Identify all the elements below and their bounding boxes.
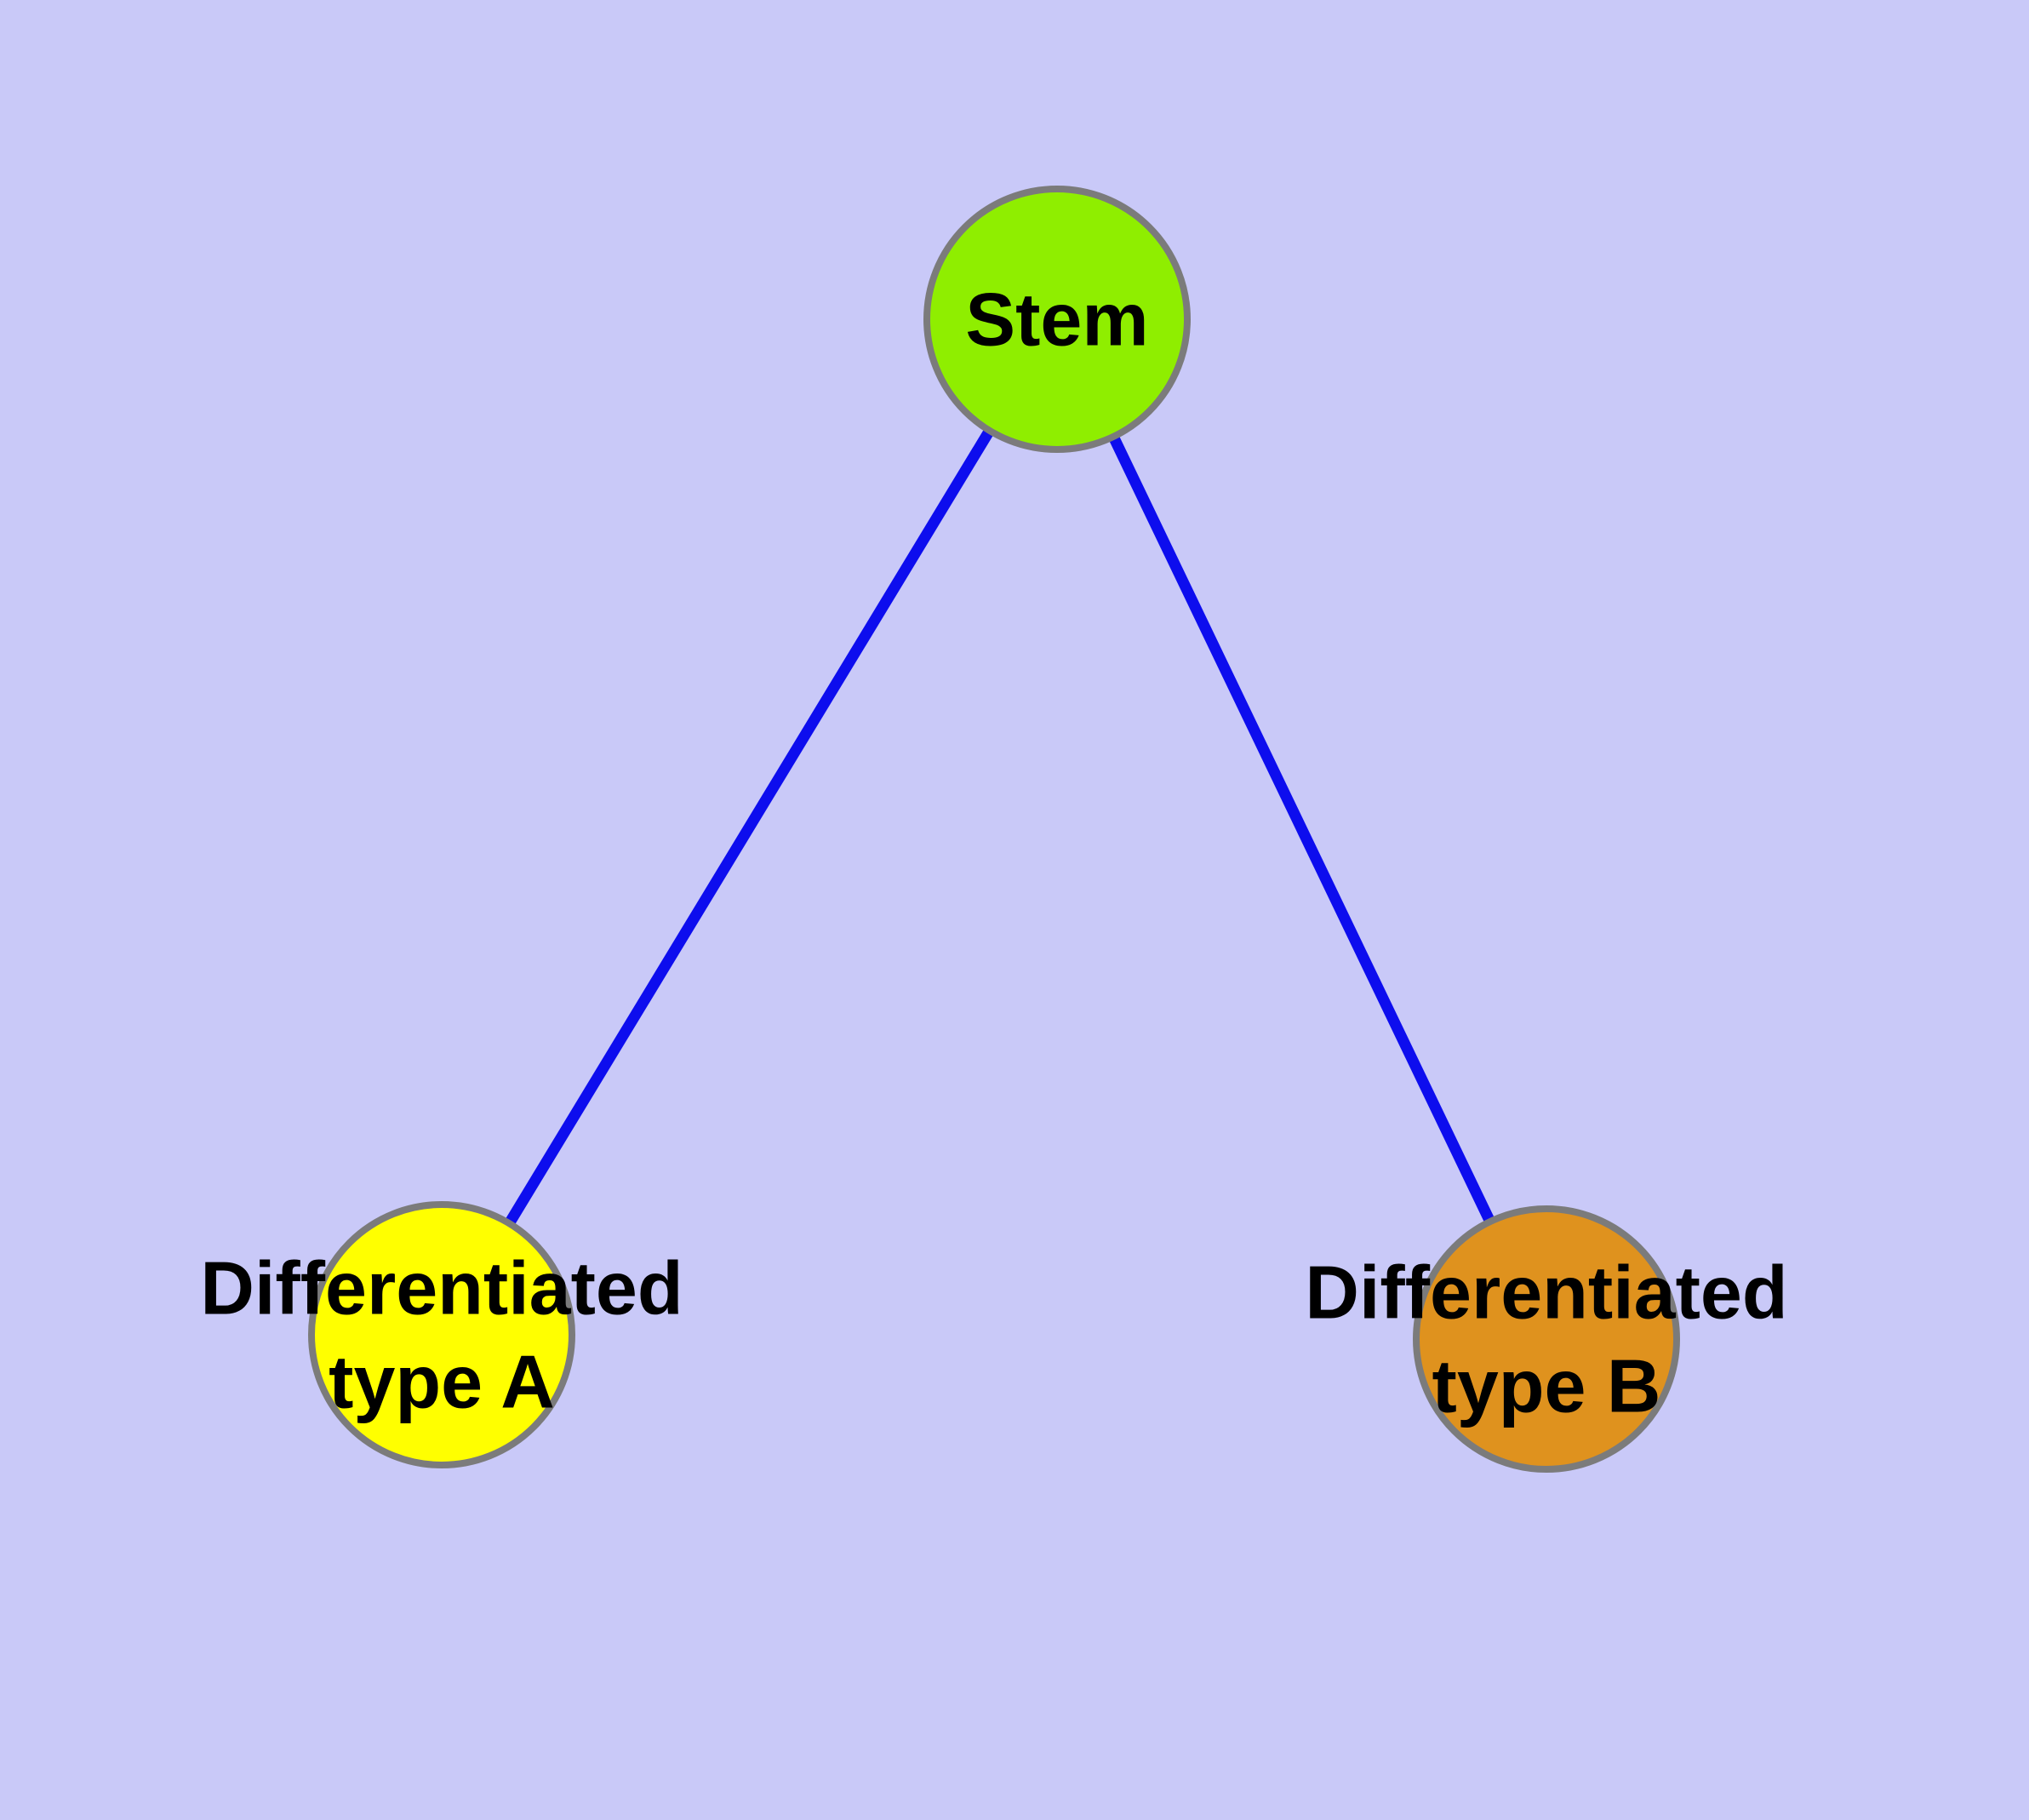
edge-stem-to-type-b	[1052, 317, 1552, 1342]
node-type-a-label-line1: Differentiated	[200, 1246, 683, 1331]
node-type-a-label-line2: type A	[329, 1340, 555, 1424]
node-type-b-circle	[1413, 1205, 1680, 1473]
node-type-a-circle	[308, 1201, 575, 1468]
node-stem-circle	[923, 186, 1191, 453]
edge-stem-to-type-a	[437, 316, 1062, 1338]
node-type-b-label-line1: Differentiated	[1305, 1251, 1787, 1335]
node-stem-label: Stem	[965, 278, 1148, 362]
node-type-b-label-line2: type B	[1432, 1344, 1661, 1428]
